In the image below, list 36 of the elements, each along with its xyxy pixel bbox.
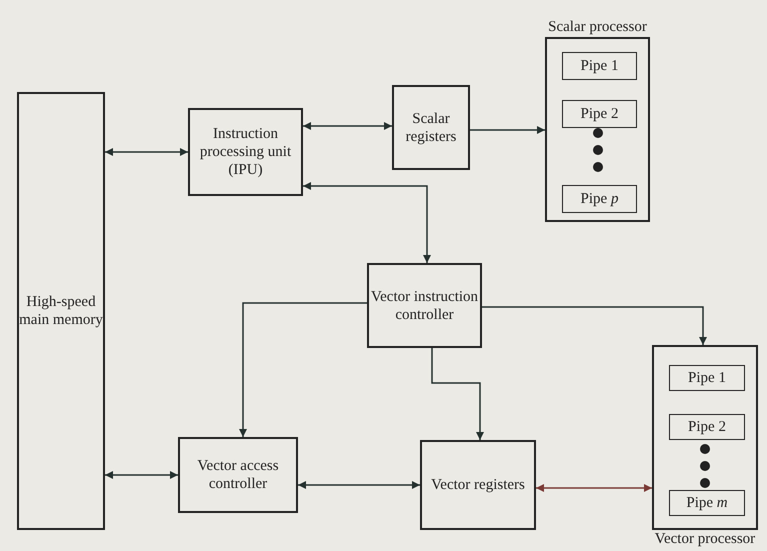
arrow	[470, 126, 545, 134]
pipe-box	[669, 490, 745, 516]
box-label: Instruction processing unit (IPU)	[198, 125, 292, 179]
box-label: Vector registers	[431, 476, 525, 494]
pipe-box	[562, 185, 637, 213]
processor-heading: Scalar processor	[547, 19, 648, 36]
box-label: Pipe 1	[580, 57, 618, 75]
arrow	[303, 122, 392, 130]
pipe-box	[669, 365, 745, 391]
box-label: Pipe 2	[688, 418, 726, 436]
arrow	[239, 302, 367, 437]
arrow	[431, 348, 484, 440]
box-label: Vector instruction controller	[370, 288, 480, 324]
arrow	[298, 481, 420, 489]
pipe-box	[562, 100, 637, 128]
memory-box	[17, 92, 105, 530]
box-label: Vector access controller	[196, 457, 280, 493]
controller-box	[367, 263, 482, 348]
processor-heading: Vector processor	[654, 531, 756, 548]
box-label: High-speed main memory	[19, 293, 103, 329]
register-box	[420, 440, 536, 530]
arrow	[105, 148, 188, 156]
register-box	[392, 85, 470, 170]
process-box	[188, 108, 303, 196]
pipe-box	[669, 414, 745, 440]
arrow	[482, 306, 707, 345]
box-label: Pipe p	[580, 190, 618, 208]
pipe-box	[562, 52, 637, 80]
box-label: Pipe m	[686, 494, 728, 512]
arrow	[105, 471, 178, 479]
arrow	[303, 182, 431, 263]
arrow	[536, 484, 652, 492]
box-label: Pipe 1	[688, 369, 726, 387]
controller-box	[178, 437, 298, 513]
box-label: Scalar registers	[404, 110, 458, 146]
box-label: Pipe 2	[580, 105, 618, 123]
